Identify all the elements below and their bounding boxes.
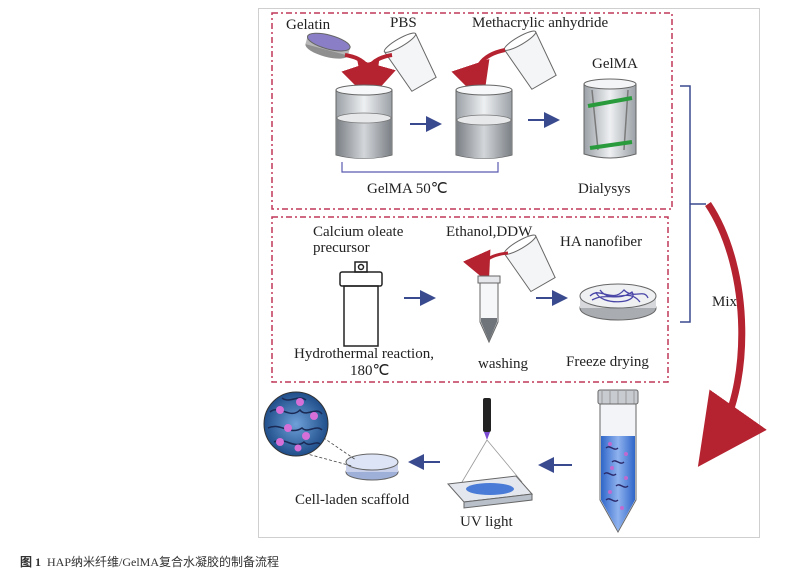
cell-laden-magnified-icon <box>263 391 329 457</box>
methacrylic-anhydride-label: Methacrylic anhydride <box>472 15 609 31</box>
uv-plate-icon <box>446 475 534 509</box>
hydrothermal-temp-label: 180℃ <box>350 363 390 379</box>
gelma-condition-label: GelMA 50℃ <box>367 181 448 197</box>
pbs-pour-beaker-icon <box>383 32 437 92</box>
mix-curved-arrow-icon <box>697 202 767 467</box>
figure-caption: 图 1 HAP纳米纤维/GelMA复合水凝胶的制备流程 <box>20 553 279 570</box>
washing-tube-icon <box>477 275 501 344</box>
uv-lamp-icon <box>461 398 523 483</box>
ethanol-pour-beaker-icon <box>503 234 556 293</box>
mixture-tube-icon <box>597 389 639 534</box>
scaffold-dish-icon <box>345 453 399 481</box>
washing-label: washing <box>478 356 528 372</box>
cell-laden-scaffold-label: Cell-laden scaffold <box>295 492 410 508</box>
freeze-drying-label: Freeze drying <box>566 354 649 370</box>
mix-bracket <box>680 85 706 323</box>
beaker-1-icon <box>335 84 393 159</box>
beaker-2-icon <box>455 84 513 159</box>
dialysis-container-icon <box>583 78 637 159</box>
pbs-label: PBS <box>390 15 417 31</box>
figure-number: 图 1 <box>20 555 42 569</box>
precursor-label: precursor <box>313 240 370 256</box>
figure-caption-text: HAP纳米纤维/GelMA复合水凝胶的制备流程 <box>47 555 280 569</box>
gelatin-label: Gelatin <box>286 17 331 33</box>
gelma-synthesis-box <box>271 12 673 210</box>
pbs-add-arrow-icon <box>341 53 393 104</box>
ethanol-add-arrow-icon <box>462 249 509 283</box>
gelatin-dish-icon <box>305 32 351 59</box>
ha-nanofiber-label: HA nanofiber <box>560 234 643 250</box>
dialysis-label: Dialysys <box>578 181 631 197</box>
mix-label: Mix <box>712 294 738 310</box>
gelma-condition-bracket <box>341 162 499 173</box>
zoom-line-top <box>314 431 357 461</box>
calcium-oleate-label: Calcium oleate <box>313 224 404 240</box>
hydrothermal-label: Hydrothermal reaction, <box>294 346 434 362</box>
ha-nanofiber-dish-icon <box>579 283 657 321</box>
ethanol-ddw-label: Ethanol,DDW <box>446 224 533 240</box>
ha-synthesis-box <box>271 216 669 383</box>
uv-light-label: UV light <box>460 514 513 530</box>
hydrothermal-reactor-icon <box>339 261 383 347</box>
zoom-line-bottom <box>299 451 353 467</box>
gelma-product-label: GelMA <box>592 56 638 72</box>
methacrylic-pour-beaker-icon <box>503 30 557 90</box>
methacrylic-add-arrow-icon <box>451 48 506 104</box>
